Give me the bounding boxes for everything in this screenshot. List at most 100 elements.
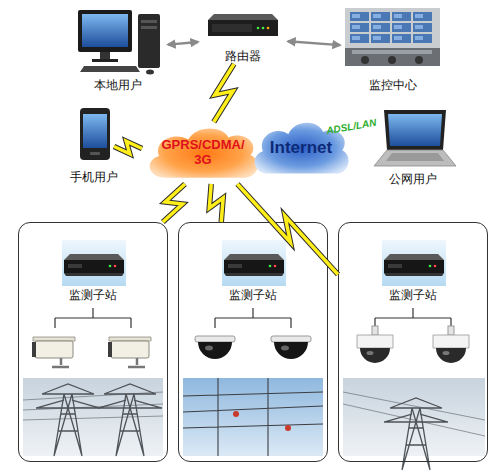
computer-icon <box>80 66 140 72</box>
substation-illustration-2 <box>271 336 311 359</box>
phone-icon <box>80 108 110 160</box>
control-room-photo <box>345 8 440 66</box>
cloud-outline <box>150 128 258 178</box>
text-holder: GPRS/CDMA/ 3G <box>142 122 264 184</box>
substation-illustration-2 <box>195 336 235 359</box>
text-holder: 监控中心 <box>320 79 465 93</box>
control-room-photo <box>345 8 440 66</box>
phone-icon <box>90 152 100 155</box>
bolt-outline <box>214 64 234 122</box>
local-user: 本地用户 <box>68 5 168 93</box>
router-icon <box>208 14 278 20</box>
node-caption: 监测子站 <box>339 289 487 303</box>
computer-icon <box>146 70 154 75</box>
text-holder: 监测子站 <box>179 289 327 303</box>
link-label: ADSL/LAN <box>325 117 377 137</box>
substation-illustration-2 <box>233 411 239 417</box>
computer-icon <box>100 52 110 60</box>
node-caption: 路由器 <box>178 50 308 64</box>
phone-icon <box>83 114 107 148</box>
wireless-link <box>214 64 234 122</box>
substation-illustration-3 <box>343 240 485 470</box>
network-link <box>168 42 198 45</box>
router-icon <box>267 27 270 30</box>
substation-box: 监测子站 <box>178 222 328 462</box>
bolt-fill <box>237 184 338 275</box>
bolt-outline <box>163 184 185 222</box>
node-caption: 本地用户 <box>48 79 188 93</box>
bolt-outline <box>114 141 142 154</box>
laptop-icon <box>386 153 444 161</box>
bolt-fill <box>209 184 223 222</box>
computer-icon <box>141 20 157 23</box>
computer-icon <box>92 59 118 62</box>
computer-icon <box>78 10 132 52</box>
router: 路由器 <box>198 12 288 64</box>
text-holder: 公网用户 <box>348 173 478 187</box>
cloud-label: Internet <box>251 138 351 158</box>
substation-illustration-2 <box>183 378 323 456</box>
control-room-photo <box>345 48 440 66</box>
router-icon <box>208 20 278 36</box>
control-room-photo <box>388 56 396 64</box>
computer-icon <box>78 10 160 75</box>
monitor-center: 监控中心 <box>340 5 445 93</box>
text-holder: 手机用户 <box>54 171 134 185</box>
laptop-icon <box>374 110 456 166</box>
bolt-fill <box>214 64 234 122</box>
laptop-icon <box>388 114 442 146</box>
text-holder: 本地用户 <box>48 79 188 93</box>
phone-icon <box>80 108 110 160</box>
text-holder: 监测子站 <box>19 289 167 303</box>
substation-illustration-1 <box>55 240 131 328</box>
computer-icon <box>141 26 157 29</box>
substation-illustration-3 <box>357 326 393 363</box>
node-caption: 监控中心 <box>320 79 465 93</box>
router-icon <box>257 27 260 30</box>
node-caption: 手机用户 <box>54 171 134 185</box>
wireless-link <box>209 184 223 222</box>
text-holder: 监测子站 <box>339 289 487 303</box>
computer-icon <box>138 14 160 68</box>
substation-illustration-2 <box>215 240 291 328</box>
wireless-link <box>163 184 185 222</box>
computer-icon <box>82 14 128 47</box>
substation-illustration-1 <box>23 378 163 456</box>
substation-illustration-1 <box>23 240 163 456</box>
substation-illustration-2 <box>183 378 323 456</box>
substation-illustration-1 <box>108 337 151 367</box>
substation-illustration-3 <box>375 240 451 328</box>
node-caption: 监测子站 <box>179 289 327 303</box>
bolt-outline <box>209 184 223 222</box>
bolt-outline <box>237 184 338 275</box>
router-icon <box>262 27 265 30</box>
laptop-icon <box>374 150 456 166</box>
router-icon <box>212 24 252 32</box>
control-room-photo <box>361 56 369 64</box>
bolt-fill <box>163 184 185 222</box>
node-caption: 公网用户 <box>348 173 478 187</box>
arrow-line <box>288 41 340 45</box>
substation-illustration-3 <box>433 326 469 363</box>
substation-illustration-3 <box>384 398 448 470</box>
wireless-link <box>114 141 142 154</box>
node-caption: 监测子站 <box>19 289 167 303</box>
substation-illustration-1 <box>32 337 75 367</box>
mobile-user: 手机用户 <box>74 105 114 185</box>
router-icon <box>208 14 278 36</box>
bolt-fill <box>114 141 142 154</box>
substation-box: 监测子站 <box>18 222 168 462</box>
substation-illustration-2 <box>183 240 323 456</box>
arrow-line <box>168 42 198 45</box>
network-link <box>288 41 340 45</box>
control-room-photo <box>352 50 432 54</box>
substation-illustration-2 <box>285 425 291 431</box>
substation-illustration-1 <box>98 384 162 456</box>
text-holder: 路由器 <box>178 50 308 64</box>
public-user: 公网用户 <box>368 105 458 187</box>
wireless-link <box>237 184 338 275</box>
cloud-label: GPRS/CDMA/ 3G <box>158 138 248 168</box>
